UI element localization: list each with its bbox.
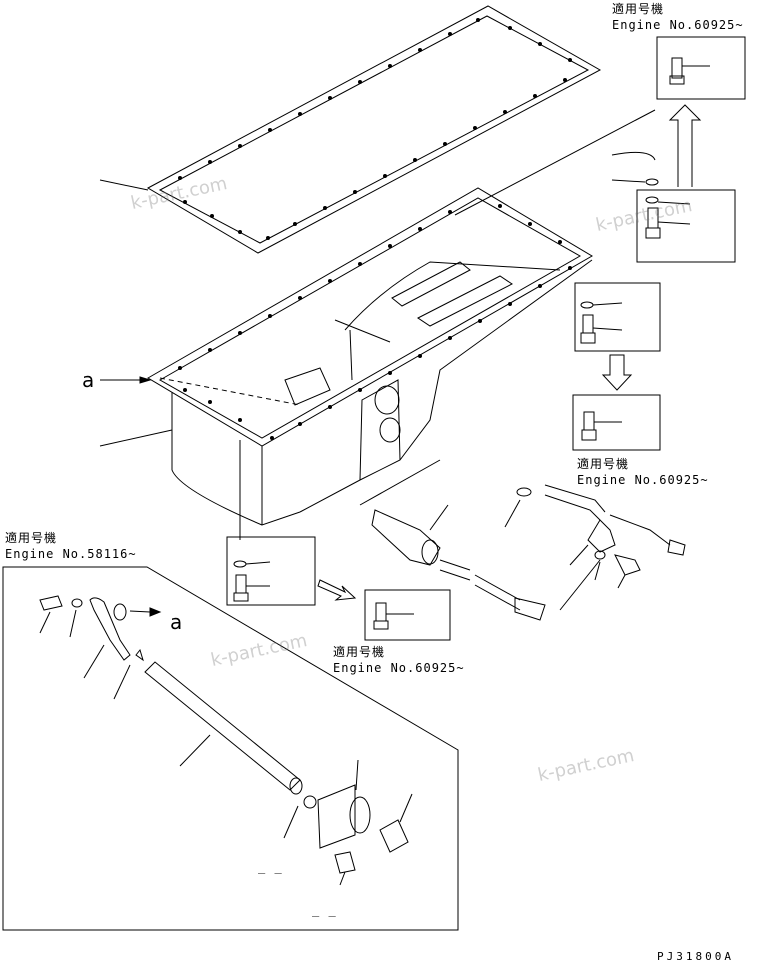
dash-mark-1: _ _ <box>258 860 283 874</box>
dash-mark-2: _ _ <box>312 903 337 917</box>
top-right-bolt-box <box>656 36 746 100</box>
reference-mark-a-pan: a <box>82 368 95 392</box>
diagonal-arrow <box>317 579 357 601</box>
down-arrow <box>601 354 633 391</box>
mid-right-box <box>574 282 661 352</box>
applicable-label-top: 適用号機 <box>612 2 665 16</box>
engine-no-label-left: Engine No.58116~ <box>5 547 137 561</box>
oil-pan <box>99 187 593 526</box>
applicable-label-bottom: 適用号機 <box>333 645 386 659</box>
applicable-label-right: 適用号機 <box>577 457 630 471</box>
engine-no-label-bottom: Engine No.60925~ <box>333 661 465 675</box>
applicable-label-left: 適用号機 <box>5 531 58 545</box>
variant-boundary <box>2 566 459 931</box>
level-gauge <box>359 459 546 621</box>
engine-no-label-right: Engine No.60925~ <box>577 473 709 487</box>
reference-mark-a-pipe: a <box>170 610 183 634</box>
guide-pipe <box>544 484 686 589</box>
oil-pipe-assembly <box>39 595 413 886</box>
pan-bolt-box <box>226 536 316 606</box>
up-arrow <box>668 104 702 187</box>
drawing-code: PJ31800A <box>657 950 734 963</box>
lower-right-bolt-box <box>572 394 661 451</box>
right-bolt-washer-box <box>636 189 736 263</box>
engine-no-label-top: Engine No.60925~ <box>612 18 744 32</box>
gasket <box>99 5 602 254</box>
bottom-bolt-box <box>364 589 451 641</box>
